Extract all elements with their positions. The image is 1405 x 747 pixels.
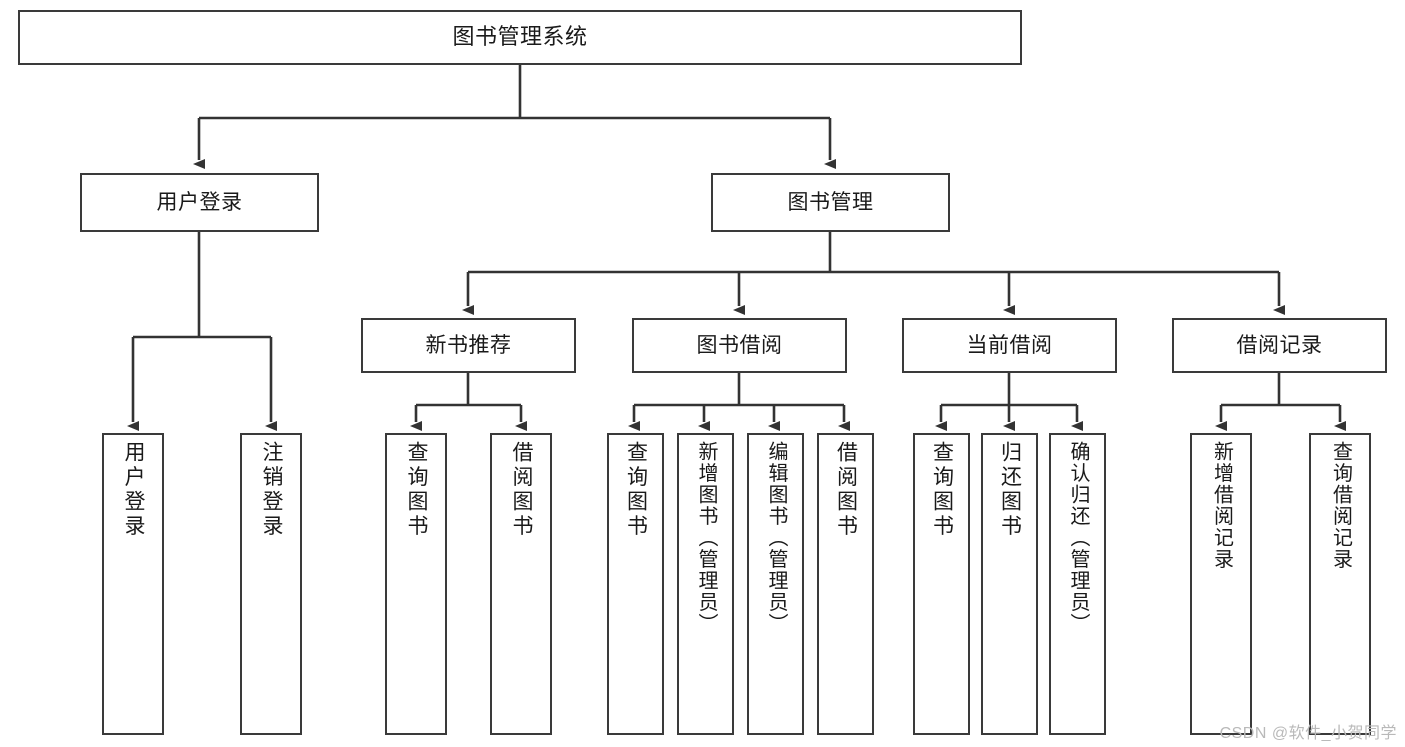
- leaf-confirm-return[interactable]: 确认归还（管理员）: [1049, 433, 1106, 735]
- leaf-user-logout[interactable]: 注销登录: [240, 433, 302, 735]
- leaf-query-record[interactable]: 查询借阅记录: [1309, 433, 1371, 735]
- leaf-query-book-2-label: 查询图书: [624, 441, 648, 539]
- node-user-login-label: 用户登录: [156, 190, 243, 214]
- leaf-borrow-book-1[interactable]: 借阅图书: [490, 433, 552, 735]
- node-new-book-rec[interactable]: 新书推荐: [361, 318, 576, 373]
- leaf-return-book-label: 归还图书: [998, 441, 1022, 539]
- node-book-borrow-label: 图书借阅: [696, 333, 783, 357]
- node-borrow-record[interactable]: 借阅记录: [1172, 318, 1387, 373]
- node-book-manage[interactable]: 图书管理: [711, 173, 950, 232]
- leaf-query-book-2[interactable]: 查询图书: [607, 433, 664, 735]
- leaf-edit-book[interactable]: 编辑图书（管理员）: [747, 433, 804, 735]
- node-root-label: 图书管理系统: [452, 24, 588, 50]
- leaf-borrow-book-2-label: 借阅图书: [834, 441, 858, 539]
- leaf-query-book-1[interactable]: 查询图书: [385, 433, 447, 735]
- node-book-manage-label: 图书管理: [787, 190, 874, 214]
- leaf-borrow-book-2[interactable]: 借阅图书: [817, 433, 874, 735]
- watermark: CSDN @软件_小贺同学: [1219, 725, 1397, 742]
- leaf-user-login-label: 用户登录: [122, 441, 146, 539]
- leaf-add-book-label: 新增图书（管理员）: [695, 441, 717, 635]
- leaf-confirm-return-label: 确认归还（管理员）: [1067, 441, 1089, 635]
- leaf-return-book[interactable]: 归还图书: [981, 433, 1038, 735]
- node-new-book-rec-label: 新书推荐: [425, 333, 512, 357]
- node-book-borrow[interactable]: 图书借阅: [632, 318, 847, 373]
- leaf-add-book[interactable]: 新增图书（管理员）: [677, 433, 734, 735]
- node-current-borrow[interactable]: 当前借阅: [902, 318, 1117, 373]
- leaf-add-record-label: 新增借阅记录: [1210, 441, 1233, 570]
- node-borrow-record-label: 借阅记录: [1236, 333, 1323, 357]
- leaf-edit-book-label: 编辑图书（管理员）: [765, 441, 787, 635]
- leaf-query-book-3-label: 查询图书: [930, 441, 954, 539]
- node-root[interactable]: 图书管理系统: [18, 10, 1022, 65]
- leaf-borrow-book-1-label: 借阅图书: [510, 441, 534, 539]
- node-current-borrow-label: 当前借阅: [966, 333, 1053, 357]
- leaf-add-record[interactable]: 新增借阅记录: [1190, 433, 1252, 735]
- leaf-query-book-3[interactable]: 查询图书: [913, 433, 970, 735]
- leaf-query-record-label: 查询借阅记录: [1329, 441, 1352, 570]
- leaf-query-book-1-label: 查询图书: [405, 441, 429, 539]
- leaf-user-logout-label: 注销登录: [260, 441, 284, 539]
- leaf-user-login[interactable]: 用户登录: [102, 433, 164, 735]
- node-user-login[interactable]: 用户登录: [80, 173, 319, 232]
